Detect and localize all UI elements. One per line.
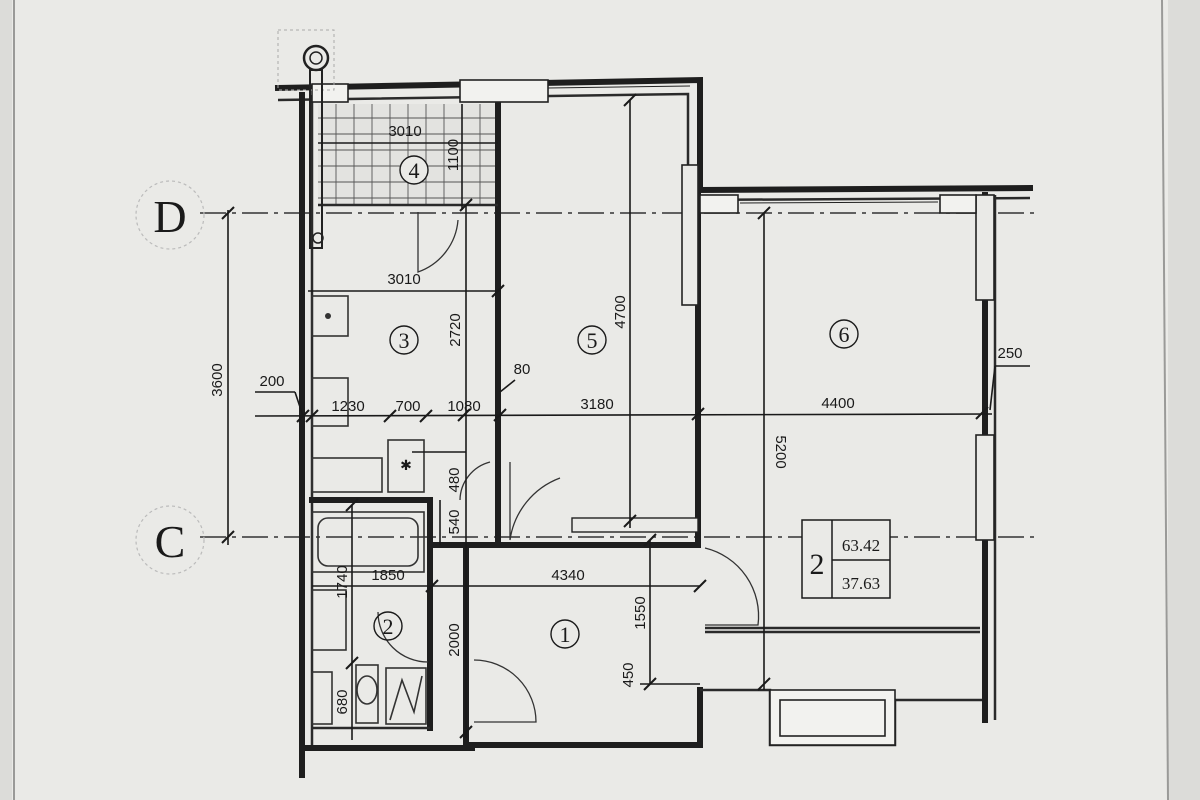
dim-5200: 5200 (772, 435, 789, 468)
dimension-lines (221, 93, 1030, 740)
glazing-line-top (547, 85, 691, 89)
dim-4340: 4340 (551, 567, 584, 584)
dim-700: 700 (395, 398, 420, 415)
total-area: 63.42 (842, 536, 880, 555)
door-room-5 (509, 462, 561, 541)
room-marker-1 (550, 619, 580, 649)
toilet-tank (355, 664, 379, 724)
stove (311, 377, 349, 427)
window-top (459, 79, 549, 103)
dim-80: 80 (514, 361, 531, 378)
axis-bubble-d (135, 180, 205, 250)
right-wall-pier-lower (975, 434, 995, 541)
door-entrance (473, 659, 537, 723)
column-stub (681, 164, 699, 306)
room-number-6: 6 (839, 322, 850, 347)
room-number-5: 5 (587, 328, 598, 353)
door-room-6 (704, 547, 760, 626)
dim-2720: 2720 (447, 313, 464, 346)
dim-680: 680 (334, 689, 351, 714)
room-number-2: 2 (383, 614, 394, 639)
fridge (387, 439, 425, 493)
kitchen-sink (311, 295, 349, 337)
room-marker-3 (389, 325, 419, 355)
washbasin (311, 589, 347, 651)
dim-2000: 2000 (446, 623, 463, 656)
doors (377, 212, 760, 723)
exterior-wall-bottom (305, 687, 703, 751)
room-number-3: 3 (399, 328, 410, 353)
axis-label-c: C (155, 516, 186, 567)
dim-1740: 1740 (334, 565, 351, 598)
window-right-right (939, 194, 977, 214)
dim-200: 200 (259, 373, 284, 390)
door-room-3 (417, 212, 459, 273)
door-bathroom (377, 611, 429, 663)
dim-3180: 3180 (580, 396, 613, 413)
glazing-line-right (739, 201, 939, 204)
fridge-mark: ✱ (400, 457, 412, 473)
toilet-bowl (356, 675, 378, 705)
axis-label-d: D (153, 191, 186, 242)
bathtub-inner (317, 517, 419, 567)
dim-3010-top: 3010 (388, 123, 421, 140)
dim-leader-250 (989, 365, 996, 411)
dim-4400: 4400 (821, 395, 854, 412)
window-right-left (699, 194, 739, 214)
dim-540: 540 (446, 509, 463, 534)
counter-stub (571, 517, 699, 533)
shower-tray (385, 667, 427, 725)
dim-1100: 1100 (445, 139, 462, 171)
room-marker-5 (577, 325, 607, 355)
right-wall-pier (975, 194, 995, 301)
kitchen-counter (311, 457, 383, 493)
dimension-labels: 3600 200 1230 700 1080 80 3180 4400 250 … (209, 123, 1023, 715)
kitchen-sink-drain (325, 313, 331, 319)
grid-axes: D C (135, 180, 1040, 575)
dim-1080: 1080 (447, 398, 480, 415)
dim-3010-mid: 3010 (387, 271, 420, 288)
dim-1850: 1850 (371, 567, 404, 584)
window-bottom-inner (779, 699, 886, 737)
room-number-4: 4 (409, 158, 420, 183)
tile-pattern (318, 104, 498, 204)
room-marker-6 (829, 319, 859, 349)
window-top-left (311, 83, 349, 103)
unit-area-box: 2 63.42 37.63 (801, 519, 891, 599)
dim-1550: 1550 (632, 596, 649, 629)
bathtub (311, 511, 425, 573)
dim-1230: 1230 (331, 398, 364, 415)
shower-mark (389, 675, 423, 721)
unit-number: 2 (810, 548, 825, 581)
axis-bubble-c (135, 505, 205, 575)
vent-shaft (277, 29, 335, 249)
dim-4700: 4700 (612, 295, 629, 328)
room-markers: 4 3 5 6 2 1 (373, 155, 859, 649)
dim-leader-80 (499, 379, 516, 393)
fixtures: ✱ (311, 295, 427, 725)
dim-250: 250 (997, 345, 1022, 362)
dim-480: 480 (446, 467, 463, 492)
area-box-frame (801, 519, 891, 599)
room-marker-4 (399, 155, 429, 185)
room-marker-2 (373, 611, 403, 641)
dim-3600: 3600 (209, 363, 226, 396)
paper-sheet (12, 0, 1168, 800)
room-number-1: 1 (560, 622, 571, 647)
dim-450: 450 (620, 662, 637, 687)
living-area: 37.63 (842, 574, 880, 593)
door-corridor (459, 461, 491, 501)
paper-edge-right (1161, 0, 1169, 800)
washing-machine (311, 671, 333, 725)
dim-line-chain (254, 413, 993, 417)
